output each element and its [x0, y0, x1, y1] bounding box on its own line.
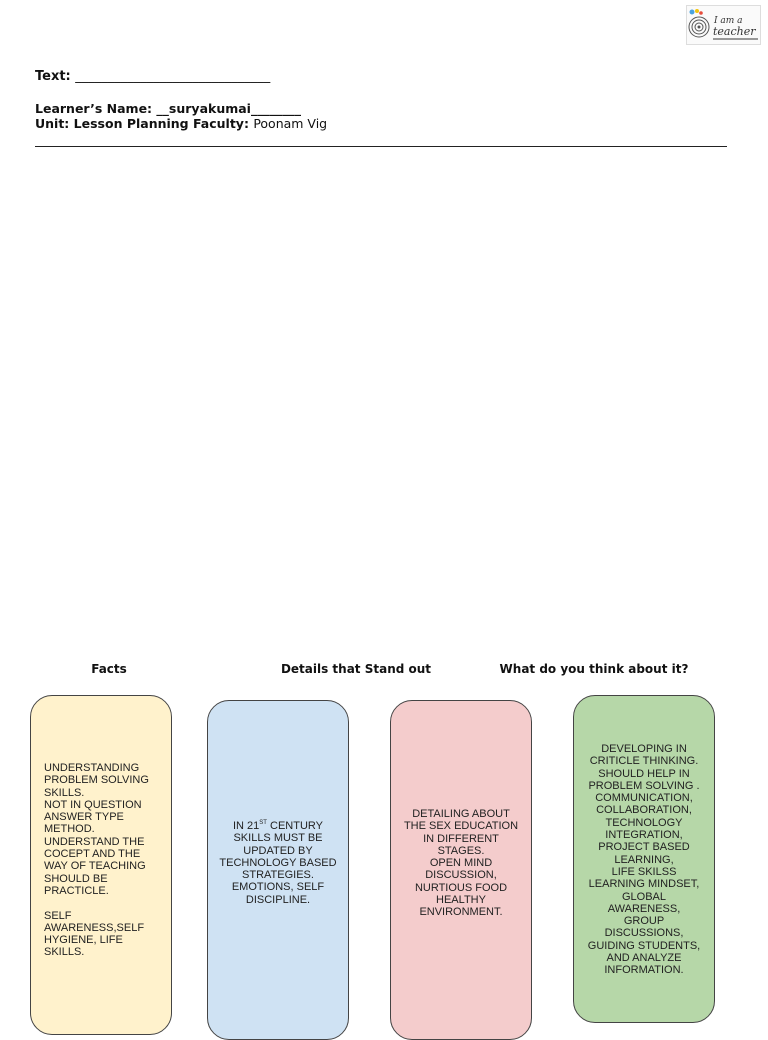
text-line: OPEN MIND [429, 857, 493, 870]
text-line: EMOTIONS, SELF [231, 881, 325, 894]
text-line: THE SEX EDUCATION [403, 820, 519, 833]
text-line: ANSWER TYPE [44, 811, 124, 824]
text-line: METHOD. [44, 823, 95, 836]
text-line: PROJECT BASED [598, 841, 690, 854]
text-line: HYGIENE, LIFE [44, 934, 123, 947]
svg-text:I am a: I am a [713, 16, 743, 26]
text-line: STAGES. [437, 844, 485, 857]
learner-name-value: __suryakumai________ [156, 101, 301, 116]
text-line: AND ANALYZE [606, 952, 682, 965]
text-line: SHOULD HELP IN [598, 767, 690, 780]
divider [35, 146, 727, 147]
text-line: UNDERSTAND THE [44, 835, 145, 848]
text-line: GUIDING STUDENTS, [587, 939, 701, 952]
text-line: WAY OF TEACHING [44, 860, 146, 873]
text-line: NOT IN QUESTION [44, 798, 142, 811]
text-line: NURTIOUS FOOD [414, 881, 508, 894]
text-line: ENVIRONMENT. [419, 906, 503, 919]
text-line: PROBLEM SOLVING [44, 774, 149, 787]
text-line: COMMUNICATION, [595, 792, 693, 805]
text-line: DISCUSSIONS, [604, 927, 684, 940]
text-line: DISCUSSION, [425, 869, 497, 882]
text-line: SKILLS. [44, 946, 85, 959]
text-line: LEARNING, [614, 853, 674, 866]
text-line: DETAILING ABOUT [412, 808, 510, 820]
text-line: HEALTHY [436, 894, 486, 907]
learner-name-label: Learner’s Name: [35, 101, 153, 116]
text-line: SKILLS. [44, 786, 85, 799]
text-line: SHOULD BE [44, 872, 108, 885]
text-line: INFORMATION. [604, 964, 684, 977]
text-line: PROBLEM SOLVING . [588, 779, 700, 792]
unit-label: Unit: Lesson Planning Faculty: [35, 116, 249, 131]
text-line: IN 21ST CENTURY [233, 820, 323, 832]
text-line: TECHNOLOGY [605, 816, 683, 829]
text-label: Text: [35, 69, 71, 84]
unit-line: Unit: Lesson Planning Faculty: Poonam Vi… [35, 116, 327, 131]
heading-facts: Facts [91, 662, 127, 676]
text-line: SELF [44, 909, 72, 922]
text-line: AWARENESS,SELF [44, 921, 145, 934]
text-line: LIFE SKILSS [611, 865, 677, 878]
text-line: DEVELOPING IN [601, 743, 687, 755]
text-blank: ______________________________ [75, 69, 271, 84]
text-line: TECHNOLOGY BASED [219, 856, 337, 869]
heading-opinion: What do you think about it? [499, 662, 689, 676]
text-line: STRATEGIES. [242, 869, 314, 882]
learner-name-line: Learner’s Name: __suryakumai________ [35, 101, 301, 116]
i-am-a-teacher-logo: I am a teacher [686, 5, 761, 45]
text-line: GROUP [623, 915, 665, 928]
text-line: AWARENESS, [607, 902, 681, 915]
text-line: CRITICLE THINKING. [589, 755, 699, 768]
text-line: INTEGRATION, [605, 829, 683, 842]
text-line: GLOBAL [621, 890, 667, 903]
text-line: UPDATED BY [243, 844, 313, 857]
text-line: SKILLS MUST BE [233, 832, 323, 845]
text-field-line: Text: ______________________________ [35, 69, 270, 84]
text-line: PRACTICLE. [44, 884, 109, 897]
heading-details: Details that Stand out [280, 662, 432, 676]
text-line: DISCIPLINE. [245, 893, 311, 906]
text-line [44, 897, 149, 909]
svg-text:teacher: teacher [713, 25, 756, 38]
text-line: COCEPT AND THE [44, 848, 141, 861]
faculty-value: Poonam Vig [253, 116, 328, 131]
text-line: UNDERSTANDING [44, 762, 140, 774]
text-line: COLLABORATION, [596, 804, 692, 817]
text-line: LEARNING MINDSET, [588, 878, 700, 891]
text-line: IN DIFFERENT [423, 832, 499, 845]
